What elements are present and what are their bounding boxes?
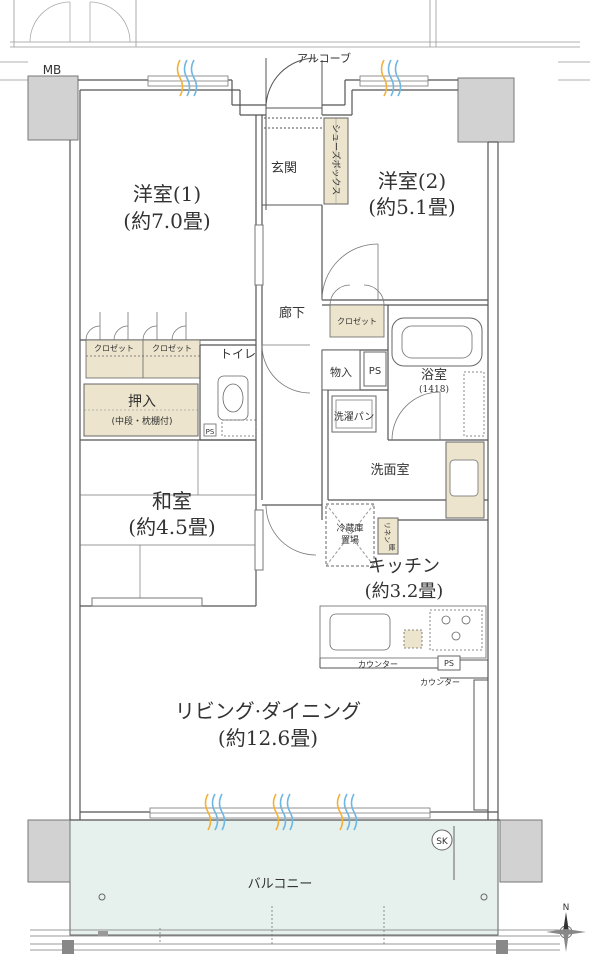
alcove-label: アルコーブ: [297, 51, 351, 65]
room2-closet: [329, 304, 385, 338]
room2-walls: [321, 205, 488, 306]
room2-door-arcs: [321, 243, 385, 306]
oshiire-label: 押入: [128, 394, 156, 410]
washer-label: 洗濯パン: [334, 411, 375, 423]
toilet-fixture: [203, 375, 257, 437]
living-size: (約12.6畳): [218, 726, 318, 750]
mb-label: MB: [43, 63, 62, 77]
bath-label: 浴室: [421, 367, 447, 383]
kitchen-walls: [262, 504, 488, 556]
sk-sink: [431, 829, 453, 851]
oshiire-note: (中段・枕棚付): [111, 415, 172, 427]
washitsu-name: 和室: [152, 489, 192, 513]
linen-label-2: 庫: [389, 543, 396, 552]
room1-size: (約7.0畳): [123, 209, 210, 233]
entrance-walls: [262, 115, 322, 210]
washer-pan: [331, 395, 377, 433]
neighbour-door-arcs: [29, 1, 131, 43]
washitsu-sliding-door: [91, 597, 203, 607]
bath-door: [391, 391, 441, 441]
kitchen-size: (約3.2畳): [365, 581, 444, 602]
toilet-door: [261, 344, 311, 394]
closet-door-arcs: [85, 312, 187, 341]
storage-box: [321, 349, 361, 391]
hallway-label: 廊下: [279, 305, 305, 321]
fridge-label-1: 冷蔵庫: [336, 522, 363, 534]
balcony-vent: [98, 931, 108, 936]
room1-closets: [85, 339, 201, 379]
balcony-label: バルコニー: [248, 877, 313, 892]
bath-size: (1418): [419, 384, 449, 395]
toilet-label: トイレ: [220, 347, 256, 361]
balcony-post-right: [496, 940, 508, 954]
balcony-drain-left: [98, 893, 106, 901]
balcony-rails: [30, 906, 560, 951]
toilet-ps-label: PS: [206, 428, 215, 436]
ps-box: [363, 351, 387, 387]
linen-closet: [377, 517, 399, 555]
front-door: [265, 57, 323, 115]
sk-label: SK: [436, 837, 449, 847]
washitsu-size: (約4.5畳): [128, 515, 215, 539]
washitsu-side-door: [254, 509, 264, 571]
bathtub: [391, 317, 483, 367]
room1-name: 洋室(1): [133, 182, 201, 206]
linen-label-1: リネン: [383, 522, 391, 543]
kitchen-ps-label: PS: [444, 659, 454, 668]
exterior-top-lines: [0, 0, 590, 81]
room2-size: (約5.1畳): [368, 195, 455, 219]
room2-name: 洋室(2): [378, 169, 446, 193]
room1-door: [254, 224, 264, 286]
closet-label-1: クロゼット: [94, 343, 134, 353]
shoebox-label: シューズボックス: [330, 124, 342, 195]
storage-label: 物入: [330, 365, 352, 379]
vent-icons: [176, 59, 402, 831]
closet-label-2: クロゼット: [152, 343, 192, 353]
washroom-label: 洗面室: [370, 462, 409, 478]
north-compass-icon: [546, 912, 586, 952]
counter-label-2: カウンター: [420, 678, 460, 687]
kitchen-counter: [319, 605, 487, 659]
counter-label-1: カウンター: [358, 660, 398, 669]
kitchen-ps-box: [437, 655, 461, 671]
kitchen-name: キッチン: [368, 556, 440, 577]
fridge-label-2: 置場: [341, 534, 359, 546]
ps-label: PS: [369, 366, 381, 377]
closet-label-3: クロゼット: [337, 316, 377, 326]
bath-walls: [387, 305, 488, 441]
living-name: リビング·ダイニング: [175, 699, 361, 723]
columns: [27, 75, 543, 883]
entrance-label: 玄関: [271, 161, 297, 176]
tatami-lines: [80, 440, 256, 600]
north-label: N: [563, 903, 570, 913]
balcony-drain-right: [480, 893, 488, 901]
balcony-post-left: [62, 940, 74, 954]
balcony-floor: [69, 819, 499, 936]
room1-walls: [80, 115, 263, 500]
